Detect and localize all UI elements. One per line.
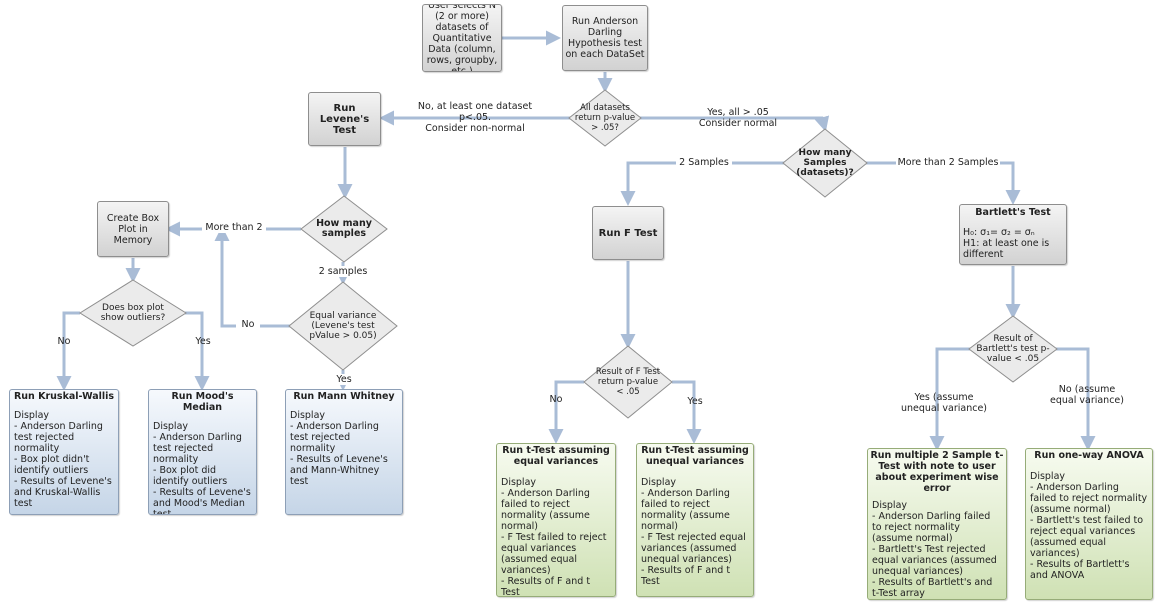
multiple-t-box: Run multiple 2 Sample t-Test with note t…: [867, 448, 1007, 600]
run-levenes-text: Run Levene's Test: [319, 102, 370, 136]
does-box-plot-label: Does box plot show outliers?: [100, 303, 166, 323]
bartletts-h1: H1: at least one is different: [963, 238, 1050, 260]
ttest-equal-title: Run t-Test assuming equal variances: [502, 445, 610, 467]
ttest-unequal-box: Run t-Test assuming unequal variances Di…: [636, 443, 754, 597]
all-datasets-label: All datasets return p-value > .05?: [574, 103, 636, 133]
ttest-equal-body: Display - Anderson Darling failed to rej…: [501, 477, 607, 597]
edge-bresult-yes-to-multiple: [929, 347, 970, 451]
edge-boxplot-yes-to-moods: [185, 311, 210, 391]
ttest-unequal-title: Run t-Test assuming unequal variances: [641, 445, 749, 467]
edge-label-no-equal-variance: No: [236, 319, 260, 330]
bartletts-test-box: Bartlett's Test H₀: σ₁= σ₂ = σₙ H1: at l…: [959, 204, 1067, 265]
mann-whitney-box: Run Mann Whitney Display - Anderson Darl…: [285, 389, 403, 515]
anova-title: Run one-way ANOVA: [1034, 450, 1144, 461]
edge-label-no-equal-var: No (assume equal variance): [1050, 384, 1124, 406]
create-box-plot-text: Create Box Plot in Memory: [106, 212, 160, 246]
run-levenes-box: Run Levene's Test: [308, 92, 381, 146]
anova-body: Display - Anderson Darling failed to rej…: [1030, 471, 1148, 581]
moods-median-box: Run Mood's Median Display - Anderson Dar…: [148, 389, 257, 515]
edge-label-yes-equal-variance: Yes: [332, 374, 356, 385]
edge-equalvar-to-boxplot: [214, 226, 290, 328]
run-f-test-box: Run F Test: [592, 206, 664, 260]
edge-label-yes-unequal: Yes (assume unequal variance): [900, 392, 988, 414]
mann-whitney-body: Display - Anderson Darling test rejected…: [290, 410, 388, 487]
run-anderson-box: Run Anderson Darling Hypothesis test on …: [562, 5, 648, 71]
run-f-test-text: Run F Test: [598, 227, 658, 239]
result-bartlett-label: Result of Bartlett's test p- value < .05: [976, 334, 1050, 364]
bartletts-title: Bartlett's Test: [975, 207, 1051, 218]
multiple-t-title: Run multiple 2 Sample t-Test with note t…: [870, 450, 1004, 494]
decision-all-datasets: [568, 89, 642, 147]
decision-does-box-plot: [79, 279, 187, 347]
moods-median-body: Display - Anderson Darling test rejected…: [153, 421, 251, 515]
edge-label-yes-normal: Yes, all > .05 Consider normal: [698, 107, 778, 129]
decision-result-bartlett: [968, 315, 1058, 383]
how-many-samples-datasets-label: How many Samples (datasets)?: [796, 148, 854, 178]
moods-median-title: Run Mood's Median: [171, 391, 234, 413]
decision-equal-variance: [288, 281, 398, 371]
how-many-samples-label: How many samples: [316, 218, 372, 239]
edge-label-no-nonnormal: No, at least one dataset p<.05. Consider…: [417, 101, 533, 134]
equal-variance-label: Equal variance (Levene's test pValue > 0…: [309, 311, 377, 341]
edge-fresult-no-to-ttest-equal: [548, 380, 584, 444]
edge-howmany-ds-to-ftest: [620, 161, 785, 206]
kruskal-wallis-body: Display - Anderson Darling test rejected…: [14, 410, 112, 509]
create-box-plot-box: Create Box Plot in Memory: [97, 201, 169, 257]
edge-label-two-samples-lower: 2 samples: [314, 266, 372, 277]
edge-label-no-outliers: No: [57, 336, 71, 347]
decision-how-many-samples-datasets: [782, 128, 868, 198]
edge-howmany-ds-to-bartlett: [866, 161, 1021, 205]
ttest-equal-box: Run t-Test assuming equal variances Disp…: [496, 443, 616, 597]
result-f-test-label: Result of F Test return p-value < .05: [595, 367, 661, 397]
edge-decision-to-howmany-ds: [640, 115, 830, 132]
edge-label-no-f-test: No: [549, 394, 563, 405]
edge-bresult-no-to-anova: [1056, 347, 1096, 451]
decision-how-many-samples: [300, 195, 388, 263]
edge-fresult-yes-to-ttest-unequal: [672, 380, 702, 444]
user-selects-box: User selects N (2 or more) datasets of Q…: [422, 4, 502, 72]
ttest-unequal-body: Display - Anderson Darling failed to rej…: [641, 477, 746, 587]
kruskal-wallis-title: Run Kruskal-Wallis: [13, 391, 115, 402]
decision-result-f-test: [583, 345, 673, 419]
bartletts-h0: H₀: σ₁= σ₂ = σₙ: [963, 227, 1035, 238]
mann-whitney-title: Run Mann Whitney: [293, 391, 395, 402]
edge-label-yes-outliers: Yes: [195, 336, 211, 347]
kruskal-wallis-box: Run Kruskal-Wallis Display - Anderson Da…: [9, 389, 119, 515]
anova-box: Run one-way ANOVA Display - Anderson Dar…: [1025, 448, 1153, 600]
edge-boxplot-no-to-kruskal: [56, 311, 80, 391]
edge-label-more-than-2: More than 2: [202, 222, 266, 233]
run-anderson-text: Run Anderson Darling Hypothesis test on …: [565, 16, 645, 60]
multiple-t-body: Display - Anderson Darling failed to rej…: [872, 500, 997, 599]
edge-label-more-than-2-samples: More than 2 Samples: [896, 157, 1000, 168]
edge-label-two-samples: 2 Samples: [676, 157, 732, 168]
edge-label-yes-f-test: Yes: [687, 396, 703, 407]
user-selects-text: User selects N (2 or more) datasets of Q…: [426, 4, 498, 72]
